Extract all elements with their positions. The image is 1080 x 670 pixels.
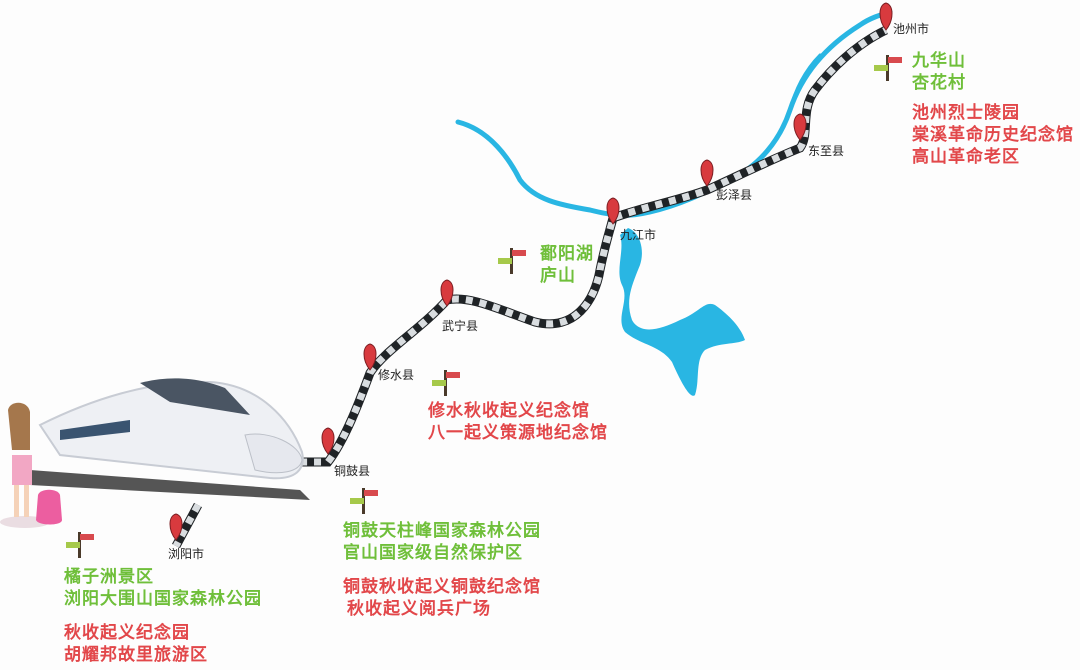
station-label-chizhou: 池州市 — [893, 22, 930, 36]
attractions-chizhou: 九华山 杏花村 池州烈士陵园 棠溪革命历史纪念馆 高山革命老区 — [912, 51, 1074, 167]
station-pins — [169, 2, 893, 541]
station-label-xiushui: 修水县 — [378, 368, 415, 382]
station-label-jiujiang: 九江市 — [620, 228, 657, 242]
station-label-pengze: 彭泽县 — [716, 188, 753, 202]
attractions-xiushui: 修水秋收起义纪念馆 八一起义策源地纪念馆 — [428, 401, 608, 443]
poyang-lake — [619, 228, 745, 396]
attractions-jiujiang: 鄱阳湖 庐山 — [540, 244, 594, 286]
signpost-icons — [66, 55, 902, 558]
traveler-illustration — [0, 402, 62, 528]
railway-line — [172, 25, 888, 549]
station-label-wuning: 武宁县 — [442, 319, 479, 333]
station-label-tonggu: 铜鼓县 — [334, 464, 371, 478]
station-label-liuyang: 浏阳市 — [168, 547, 205, 561]
attractions-tonggu: 铜鼓天柱峰国家森林公园 官山国家级自然保护区 铜鼓秋收起义铜鼓纪念馆 秋收起义阅… — [343, 521, 541, 619]
attractions-liuyang: 橘子洲景区 浏阳大围山国家森林公园 秋收起义纪念园 胡耀邦故里旅游区 — [64, 567, 262, 665]
yangtze-river — [455, 9, 893, 218]
station-label-dongzhi: 东至县 — [808, 144, 845, 158]
high-speed-train-illustration — [30, 378, 310, 500]
